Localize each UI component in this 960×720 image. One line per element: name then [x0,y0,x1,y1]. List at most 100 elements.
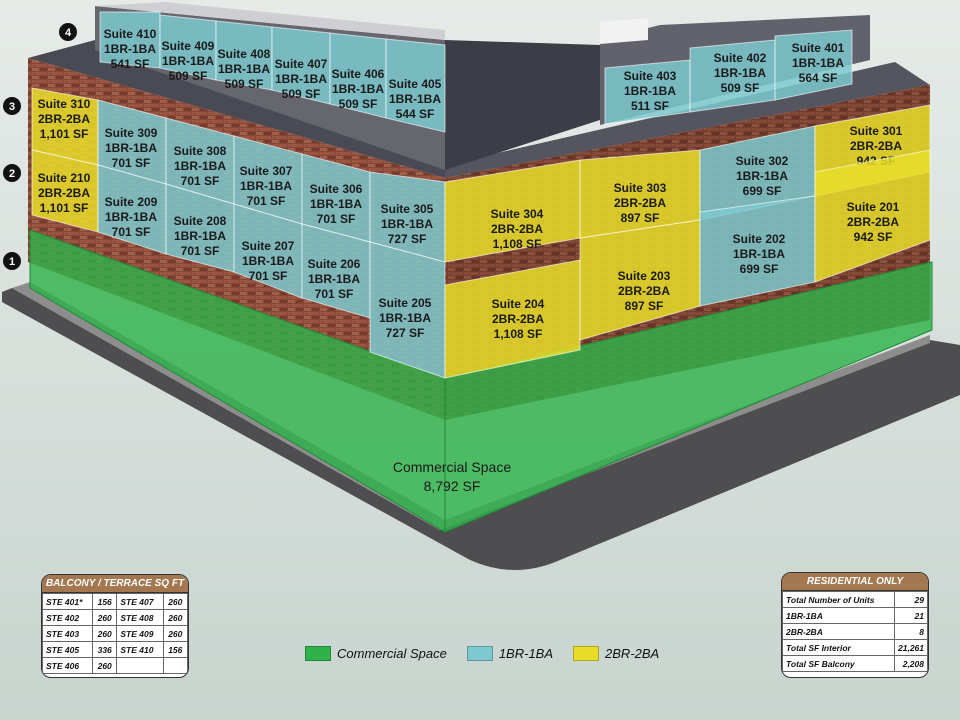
suite-403-name: Suite 403 [624,69,677,83]
suite-309-name: Suite 309 [105,126,158,140]
commercial-space-area: 8,792 SF [424,478,481,494]
suite-306-area: 701 SF [317,212,356,226]
suite-301-name: Suite 301 [850,124,903,138]
suite-201-area: 942 SF [854,230,893,244]
suite-201-area[interactable] [814,149,931,283]
suite-209-area: 701 SF [112,225,151,239]
upper-floor-wall-right [445,40,600,170]
suite-204-type: 2BR-2BA [492,312,544,326]
balcony-suite-cell: STE 408 [116,609,164,626]
suite-205-area: 727 SF [386,326,425,340]
balcony-sqft-cell: 260 [91,625,118,642]
suite-408-type: 1BR-1BA [218,62,270,76]
suite-207-type: 1BR-1BA [242,254,294,268]
suite-302-name: Suite 302 [736,154,789,168]
suite-204-name: Suite 204 [492,297,545,311]
residential-label-cell: Total SF Balcony [782,655,895,672]
balcony-suite-cell: STE 403 [42,625,93,642]
suite-305-type: 1BR-1BA [381,217,433,231]
suite-204-area[interactable] [444,259,581,379]
suite-203-name: Suite 203 [618,269,671,283]
suite-304-area: 1,108 SF [493,237,542,251]
balcony-sqft-cell: 156 [162,641,188,658]
suite-409-type: 1BR-1BA [162,54,214,68]
suite-303-name: Suite 303 [614,181,667,195]
residential-label-cell: Total Number of Units [782,591,895,608]
suite-401-type: 1BR-1BA [792,56,844,70]
suite-201-name: Suite 201 [847,200,900,214]
suite-205-name: Suite 205 [379,296,432,310]
balcony-suite-cell: STE 409 [116,625,164,642]
suite-407-type: 1BR-1BA [275,72,327,86]
legend-label: 1BR-1BA [498,645,554,661]
suite-210-area: 1,101 SF [40,201,89,215]
suite-308-area: 701 SF [181,174,220,188]
suite-401-area[interactable] [774,29,853,101]
suite-309-type: 1BR-1BA [105,141,157,155]
suite-206-name: Suite 206 [308,257,361,271]
suite-410-name: Suite 410 [104,27,157,41]
upper-floor-roof [95,2,445,40]
commercial-space-right[interactable] [444,261,933,533]
suite-302-area: 699 SF [743,184,782,198]
residential-label-cell: 1BR-1BA [782,607,895,624]
svg-text:4: 4 [65,27,72,39]
suite-204-area: 1,108 SF [494,327,543,341]
suite-409-name: Suite 409 [162,39,215,53]
suite-203-type: 2BR-2BA [618,284,670,298]
suite-406-name: Suite 406 [332,67,385,81]
residential-label-cell: 2BR-2BA [782,623,895,640]
suite-306-type: 1BR-1BA [310,197,362,211]
balcony-suite-cell: STE 402 [42,609,93,626]
suite-306-name: Suite 306 [310,182,363,196]
suite-208-type: 1BR-1BA [174,229,226,243]
residential-value-cell: 21 [894,607,928,624]
suite-407-name: Suite 407 [275,57,328,71]
suite-410-type: 1BR-1BA [104,42,156,56]
suite-206-area: 701 SF [315,287,354,301]
floor-badge-1: 1 [3,252,21,270]
suite-209-name: Suite 209 [105,195,158,209]
balcony-sqft-cell: 260 [91,609,118,626]
suite-307-type: 1BR-1BA [240,179,292,193]
residential-value-cell: 8 [894,623,928,640]
suite-210-name: Suite 210 [38,171,91,185]
suite-305-area: 727 SF [388,232,427,246]
suite-308-name: Suite 308 [174,144,227,158]
stair-tower [600,18,648,44]
suite-405-name: Suite 405 [389,77,442,91]
balcony-suite-cell: STE 410 [116,641,164,658]
suite-401-area: 564 SF [799,71,838,85]
balcony-suite-cell: STE 406 [42,657,93,674]
balcony-suite-cell: STE 407 [116,593,164,610]
floor-badge-2: 2 [3,164,21,182]
suite-207-area: 701 SF [249,269,288,283]
balcony-sqft-cell: 260 [162,625,188,642]
suite-310-name: Suite 310 [38,97,91,111]
suite-308-type: 1BR-1BA [174,159,226,173]
suite-403-area: 511 SF [631,99,669,113]
floor-badge-4: 4 [59,23,77,41]
suite-410-area: 541 SF [111,57,150,71]
legend-item-1br: 1BR-1BA [466,645,554,661]
legend-swatch-2br [573,645,600,661]
suite-301-type: 2BR-2BA [850,139,902,153]
suite-310-type: 2BR-2BA [38,112,90,126]
suite-405-area[interactable] [385,38,446,133]
suite-305-name: Suite 305 [381,202,434,216]
balcony-sqft-cell [162,657,188,674]
suite-210-type: 2BR-2BA [38,186,90,200]
suite-403-type: 1BR-1BA [624,84,676,98]
suite-407-area: 509 SF [282,87,321,101]
suite-209-type: 1BR-1BA [105,210,157,224]
suite-309-area: 701 SF [112,156,151,170]
residential-value-cell: 21,261 [894,639,928,656]
suite-402-type: 1BR-1BA [714,66,766,80]
